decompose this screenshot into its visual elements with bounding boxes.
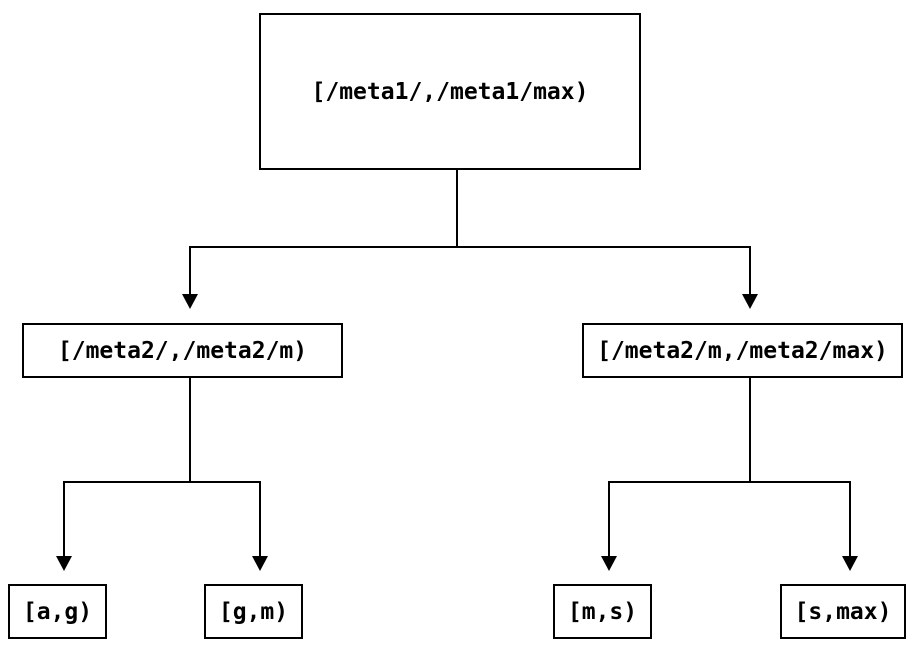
node-leaf-ag-label: [a,g) — [22, 598, 93, 625]
arrowhead-icon — [601, 556, 617, 571]
node-right-range-label: [/meta2/m,/meta2/max) — [597, 337, 888, 364]
arrowhead-icon — [742, 294, 758, 309]
node-leaf-ms: [m,s) — [553, 584, 652, 639]
node-left-range: [/meta2/,/meta2/m) — [22, 323, 343, 378]
node-right-range: [/meta2/m,/meta2/max) — [582, 323, 903, 378]
node-leaf-ag: [a,g) — [8, 584, 107, 639]
node-leaf-gm: [g,m) — [204, 584, 303, 639]
arrowhead-icon — [252, 556, 268, 571]
node-root: [/meta1/,/meta1/max) — [259, 13, 641, 170]
edge-left-to-leaves — [56, 378, 268, 571]
node-leaf-gm-label: [g,m) — [218, 598, 289, 625]
node-left-range-label: [/meta2/,/meta2/m) — [57, 337, 308, 364]
edge-root-to-children — [182, 170, 758, 309]
arrowhead-icon — [56, 556, 72, 571]
arrowhead-icon — [182, 294, 198, 309]
node-leaf-smax: [s,max) — [780, 584, 906, 639]
arrowhead-icon — [842, 556, 858, 571]
node-root-label: [/meta1/,/meta1/max) — [311, 78, 589, 105]
node-leaf-smax-label: [s,max) — [794, 598, 892, 625]
edge-right-to-leaves — [601, 378, 858, 571]
node-leaf-ms-label: [m,s) — [567, 598, 638, 625]
